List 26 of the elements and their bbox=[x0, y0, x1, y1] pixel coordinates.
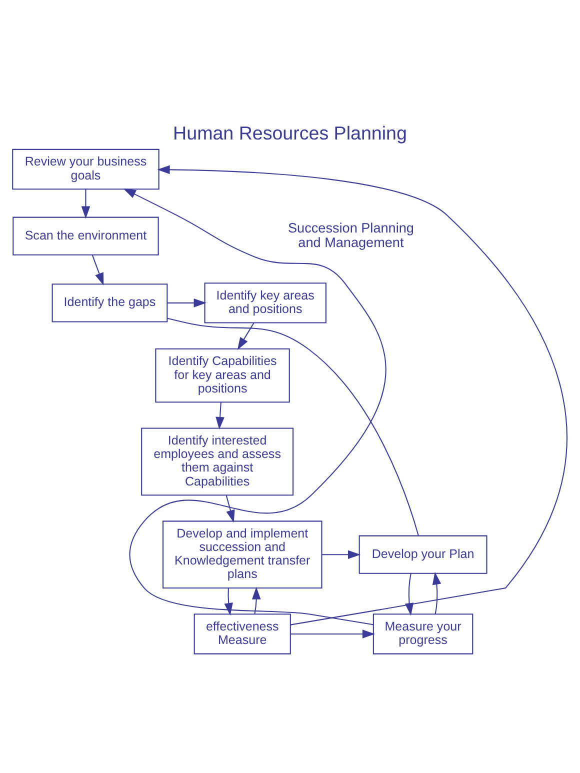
label: Succession Planning and Management bbox=[288, 220, 414, 250]
node-box: Identify Capabilities for key areas and positions bbox=[155, 348, 290, 402]
arrow bbox=[322, 550, 361, 558]
node-box: Identify key areas and positions bbox=[204, 282, 326, 323]
node-box: Identify the gaps bbox=[52, 283, 168, 322]
connector bbox=[167, 317, 419, 536]
arrow bbox=[123, 188, 386, 625]
arrow bbox=[157, 164, 568, 625]
diagram-title: Human Resources Planning bbox=[173, 122, 407, 143]
node-box: Develop and implement succession and Knowledgement transfer plans bbox=[162, 520, 322, 588]
arrow bbox=[224, 588, 233, 616]
node-box: Measure your progress bbox=[372, 613, 474, 654]
arrow bbox=[237, 322, 254, 350]
arrow bbox=[432, 572, 442, 614]
arrow bbox=[216, 402, 224, 430]
arrow bbox=[226, 494, 235, 522]
arrow bbox=[290, 629, 375, 638]
arrow bbox=[92, 254, 104, 285]
node-box: Review your business goals bbox=[12, 148, 160, 190]
arrow bbox=[81, 188, 90, 218]
node-box: Identify interested employees and assess them against Capabilities bbox=[141, 427, 294, 496]
node-box: Develop your Plan bbox=[358, 534, 488, 574]
node-box: effectiveness Measure bbox=[194, 613, 291, 654]
arrow bbox=[252, 586, 261, 614]
arrow bbox=[167, 298, 206, 307]
node-box: Scan the environment bbox=[12, 216, 159, 255]
